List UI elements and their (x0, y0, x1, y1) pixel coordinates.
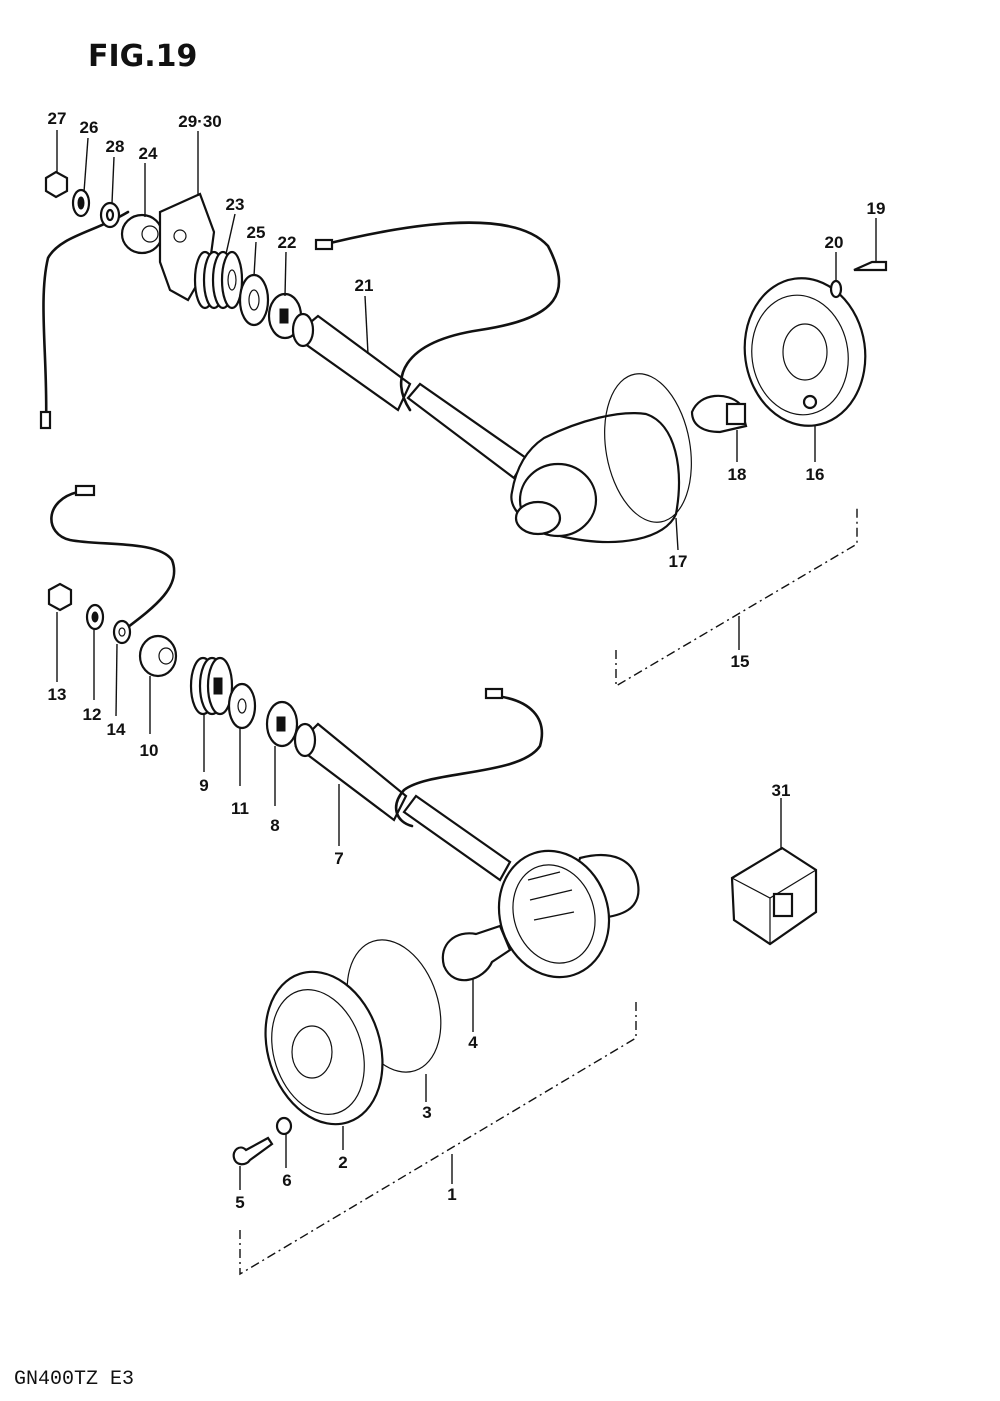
callout-21: 21 (355, 276, 374, 295)
callout-18: 18 (728, 465, 747, 484)
plate-8-slot (276, 716, 286, 732)
washer-25 (238, 273, 270, 327)
lens-16-screw-boss (802, 394, 818, 410)
washer-25-hole (248, 289, 260, 311)
callout-3: 3 (422, 1103, 431, 1122)
relay-31-edge (731, 869, 817, 944)
assembly-bracket-1 (239, 1000, 637, 1276)
callout-15: 15 (731, 652, 750, 671)
housing-upper-nose (514, 500, 562, 536)
callout-16: 16 (806, 465, 825, 484)
callout-8: 8 (270, 816, 279, 835)
washer-20 (829, 279, 843, 299)
ground-lead-wire-lower (50, 490, 176, 632)
lower-turn-signal-assembly (47, 484, 640, 1166)
callout-23: 23 (226, 195, 245, 214)
relay-31-terminal (772, 892, 794, 918)
callout-31: 31 (772, 781, 791, 800)
flasher-relay-31 (730, 846, 818, 946)
callout-19: 19 (867, 199, 886, 218)
housing-lower-inner (512, 864, 596, 964)
callout-14: 14 (107, 720, 126, 739)
screw-19 (853, 260, 888, 272)
housing-stalk-upper (406, 382, 528, 480)
callout-6: 6 (282, 1171, 291, 1190)
callout-29-30: 29·30 (178, 112, 221, 131)
spring-23 (193, 250, 244, 310)
bracket-hole (173, 229, 187, 243)
lens-16 (743, 277, 867, 427)
nut-13 (47, 582, 73, 612)
screw-5 (232, 1136, 274, 1166)
terminal-stud-10 (138, 634, 178, 678)
terminal-stud-10-hub (158, 647, 174, 665)
washer-14 (112, 619, 132, 645)
callout-17: 17 (669, 552, 688, 571)
callout-11: 11 (231, 799, 249, 818)
callout-2: 2 (338, 1153, 347, 1172)
spring-9 (189, 656, 234, 716)
lower-leader-lines (56, 612, 782, 1190)
turn-lead-wire-upper (316, 221, 561, 412)
callout-7: 7 (334, 849, 343, 868)
washer-28-hole (105, 208, 115, 222)
stem-7-end (293, 722, 317, 758)
lock-washer-26-hole (77, 196, 85, 210)
washer-6 (275, 1116, 293, 1136)
callout-27: 27 (48, 109, 67, 128)
plate-22-slot (279, 308, 289, 324)
nut-27 (44, 170, 69, 199)
turn-lead-wire-lower (394, 694, 544, 828)
washer-11 (227, 682, 257, 730)
ground-lead-wire-upper (42, 210, 130, 427)
housing-stalk-lower (402, 794, 512, 882)
washer-14-hole (118, 627, 126, 637)
callout-24: 24 (139, 144, 158, 163)
lens-16-rim (751, 294, 849, 416)
callout-5: 5 (235, 1193, 244, 1212)
bulb-4 (441, 924, 512, 982)
callout-12: 12 (83, 705, 102, 724)
wire-terminal-upper (39, 410, 52, 430)
callout-13: 13 (48, 685, 67, 704)
figure-footer: GN400TZ E3 (14, 1368, 134, 1391)
housing-lower-contacts (527, 871, 575, 921)
callout-10: 10 (140, 741, 159, 760)
callout-9: 9 (199, 776, 208, 795)
callout-20: 20 (825, 233, 844, 252)
wire-connector-upper (314, 238, 334, 251)
lens-2-rim (271, 989, 365, 1115)
washer-11-hole (237, 698, 247, 714)
callout-28: 28 (106, 137, 125, 156)
gasket-17 (604, 373, 692, 523)
wire-connector-lower (484, 687, 504, 700)
lens-2-center (291, 1025, 333, 1079)
upper-turn-signal-assembly (39, 170, 888, 543)
callout-26: 26 (80, 118, 99, 137)
lens-16-center (782, 323, 828, 381)
wire-terminal-lower (74, 484, 96, 497)
callout-22: 22 (278, 233, 297, 252)
lens-2 (264, 970, 384, 1126)
callout-25: 25 (247, 223, 266, 242)
assembly-bracket-15 (615, 508, 858, 688)
terminal-stud-24-hub (141, 225, 159, 243)
callout-4: 4 (468, 1033, 478, 1052)
figure-title: FIG.19 (88, 39, 197, 74)
stem-21-end (291, 312, 315, 348)
lock-washer-12-hole (91, 611, 99, 623)
bulb-18-base (725, 402, 747, 426)
callout-1: 1 (447, 1185, 456, 1204)
upper-leader-lines (56, 130, 877, 650)
